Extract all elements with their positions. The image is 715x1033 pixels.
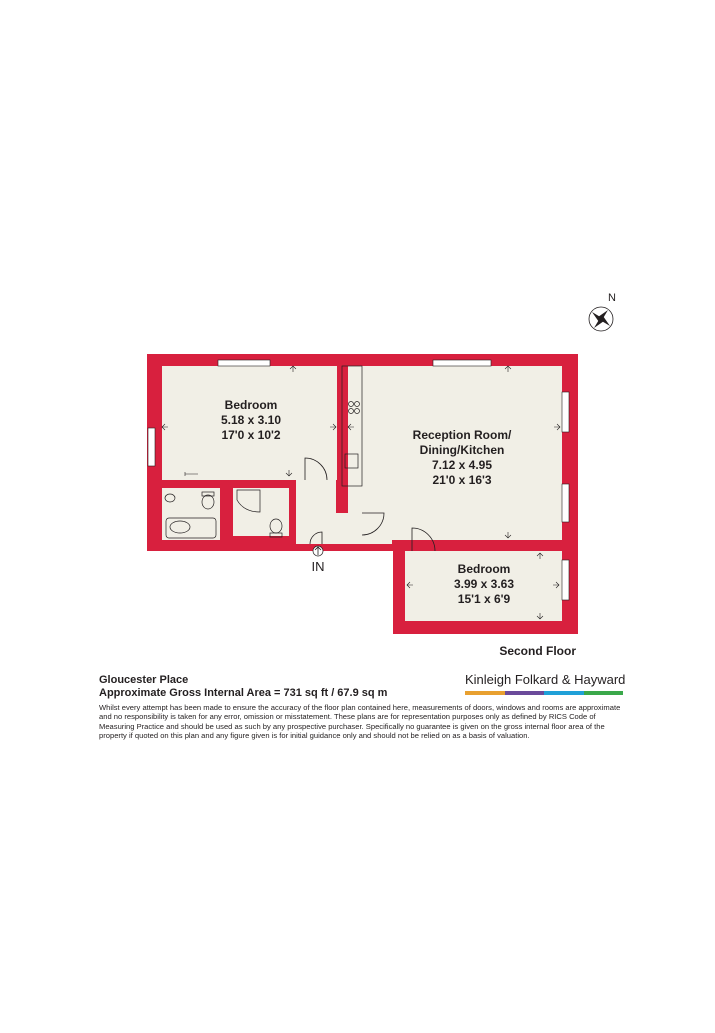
fixtures — [164, 365, 363, 539]
reception-floor — [348, 366, 562, 540]
entrance-label: IN — [312, 559, 325, 574]
bedroom-1-imperial: 17'0 x 10'2 — [221, 428, 280, 442]
reception-imperial: 21'0 x 16'3 — [432, 473, 491, 487]
wc-bath — [201, 494, 215, 510]
disclaimer-text: Whilst every attempt has been made to en… — [99, 703, 621, 741]
gross-internal-area: Approximate Gross Internal Area = 731 sq… — [99, 687, 388, 699]
windows — [147, 359, 570, 601]
entrance-marker — [312, 545, 324, 557]
agent-name: Kinleigh Folkard & Hayward — [465, 672, 626, 687]
kitchen-counter — [341, 365, 363, 487]
basin-bath — [164, 493, 176, 503]
bedroom-2-floor — [405, 551, 562, 621]
property-name: Gloucester Place — [99, 674, 189, 686]
brand-color-bar — [465, 691, 623, 695]
reception-name-line2: Dining/Kitchen — [420, 443, 505, 457]
bath-basin — [169, 520, 191, 534]
floor-label: Second Floor — [499, 644, 576, 658]
doors — [304, 457, 436, 552]
compass-north-label: N — [608, 292, 616, 304]
shower-tray — [236, 489, 261, 513]
kitchen-sink — [344, 453, 359, 469]
bathroom-floor — [162, 488, 220, 540]
brand-bar-segment — [583, 691, 623, 695]
compass-icon — [588, 306, 614, 332]
bedroom-2-imperial: 15'1 x 6'9 — [458, 592, 511, 606]
shower-room-floor — [233, 488, 289, 536]
brand-bar-segment — [504, 691, 544, 695]
hallway-floor-extension — [336, 513, 392, 544]
bedroom-2-name: Bedroom — [458, 562, 511, 576]
room-labels: Bedroom 5.18 x 3.10 17'0 x 10'2 Receptio… — [221, 398, 514, 606]
reception-metric: 7.12 x 4.95 — [432, 458, 492, 472]
bathtub — [165, 517, 217, 539]
hallway-floor — [296, 458, 336, 544]
brand-bar-segment — [544, 691, 584, 695]
bedroom-2-metric: 3.99 x 3.63 — [454, 577, 514, 591]
property-info: Gloucester Place Approximate Gross Inter… — [99, 674, 387, 700]
bedroom-1-name: Bedroom — [225, 398, 278, 412]
agent-logo: Kinleigh Folkard & Hayward — [465, 672, 626, 695]
room-floors — [162, 366, 562, 621]
dimension-ticks — [161, 365, 561, 620]
brand-bar-segment — [465, 691, 505, 695]
reception-name-line1: Reception Room/ — [413, 428, 512, 442]
bedroom-1-metric: 5.18 x 3.10 — [221, 413, 281, 427]
